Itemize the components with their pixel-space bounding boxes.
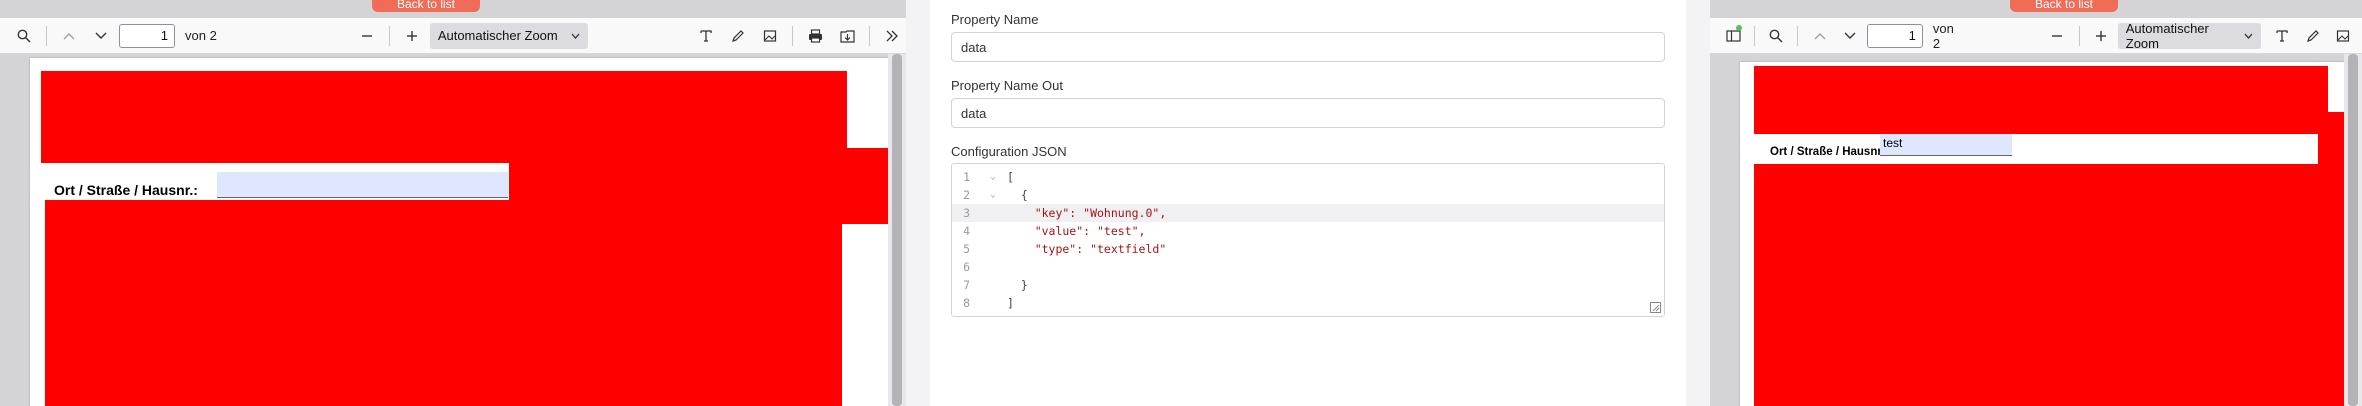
fold-chevron-icon[interactable]: ⌄ bbox=[990, 171, 997, 182]
fold-chevron-icon[interactable]: ⌄ bbox=[990, 189, 997, 200]
scrollbar-thumb[interactable] bbox=[892, 54, 902, 406]
text-tool-icon[interactable] bbox=[692, 23, 720, 49]
zoom-in-icon[interactable] bbox=[398, 23, 426, 49]
pdf-toolbar: von 2 Automatischer Zoom bbox=[1710, 18, 2362, 54]
zoom-select-value: Automatischer Zoom bbox=[437, 28, 558, 43]
code-text: { bbox=[1007, 188, 1028, 202]
search-icon[interactable] bbox=[10, 23, 38, 49]
notification-dot bbox=[1736, 24, 1743, 31]
next-page-icon[interactable] bbox=[1837, 23, 1863, 49]
line-number: 3 bbox=[963, 206, 970, 220]
toolbar-divider bbox=[1754, 25, 1756, 46]
redacted-block bbox=[45, 262, 842, 406]
property-name-out-label: Property Name Out bbox=[951, 78, 1063, 93]
previous-page-icon[interactable] bbox=[55, 23, 83, 49]
line-number: 5 bbox=[963, 242, 970, 256]
chevron-down-icon bbox=[2244, 33, 2253, 39]
page-number-input[interactable] bbox=[1866, 23, 1923, 48]
code-text: [ bbox=[1007, 170, 1014, 184]
back-to-list-label: Back to list bbox=[2034, 0, 2094, 11]
code-line: 6 bbox=[952, 258, 1664, 276]
previous-page-icon[interactable] bbox=[1806, 23, 1832, 49]
field-label-address: Ort / Straße / Hausnr.: bbox=[1770, 146, 1889, 158]
search-icon[interactable] bbox=[1763, 23, 1789, 49]
code-line: 2 ⌄ { bbox=[952, 186, 1664, 204]
print-icon[interactable] bbox=[801, 23, 829, 49]
toolbar-divider bbox=[2078, 25, 2080, 46]
toolbar-divider bbox=[46, 25, 47, 46]
code-text: "type": "textfield" bbox=[1007, 242, 1167, 256]
text-tool-icon[interactable] bbox=[2269, 23, 2295, 49]
page-count-label: von 2 bbox=[185, 28, 217, 43]
line-number: 8 bbox=[963, 296, 970, 310]
line-number: 2 bbox=[963, 188, 970, 202]
resize-handle-icon[interactable] bbox=[1649, 302, 1661, 314]
configuration-json-label: Configuration JSON bbox=[951, 144, 1067, 159]
zoom-select[interactable]: Automatischer Zoom bbox=[2117, 20, 2262, 51]
address-form-field[interactable]: test bbox=[1880, 134, 2012, 156]
save-icon[interactable] bbox=[833, 23, 861, 49]
redacted-block bbox=[45, 200, 842, 265]
toolbar-divider bbox=[792, 25, 793, 46]
scrollbar-thumb[interactable] bbox=[2348, 54, 2358, 406]
property-name-out-input[interactable]: data bbox=[951, 98, 1665, 128]
property-name-input[interactable]: data bbox=[951, 32, 1665, 62]
toolbar-divider bbox=[1797, 25, 1799, 46]
zoom-select[interactable]: Automatischer Zoom bbox=[429, 22, 588, 49]
toolbar-divider bbox=[869, 25, 870, 46]
scrollbar[interactable] bbox=[2344, 54, 2362, 406]
chevron-down-icon bbox=[571, 33, 580, 39]
draw-tool-icon[interactable] bbox=[2300, 23, 2326, 49]
redacted-block bbox=[41, 71, 847, 163]
image-tool-icon[interactable] bbox=[2330, 23, 2356, 49]
zoom-in-icon[interactable] bbox=[2088, 23, 2114, 49]
line-number: 6 bbox=[963, 260, 970, 274]
redacted-block bbox=[1754, 164, 2350, 406]
draw-tool-icon[interactable] bbox=[724, 23, 752, 49]
zoom-select-value: Automatischer Zoom bbox=[2125, 20, 2209, 51]
code-text: "key": "Wohnung.0", bbox=[1007, 206, 1167, 220]
pdf-viewer-right: Back to list von 2 bbox=[1710, 0, 2362, 406]
sidebar-toggle-icon[interactable] bbox=[1720, 23, 1746, 49]
code-line-active: 3 "key": "Wohnung.0", bbox=[952, 204, 1664, 222]
redacted-block bbox=[1754, 66, 2328, 134]
page-number-input[interactable] bbox=[119, 23, 175, 48]
json-code-editor[interactable]: 1 ⌄ [ 2 ⌄ { 3 "key": "Wohnung.0", 4 "val… bbox=[951, 163, 1665, 317]
image-tool-icon[interactable] bbox=[756, 23, 784, 49]
toolbar-divider bbox=[388, 25, 390, 46]
code-line: 8 ] bbox=[952, 294, 1664, 312]
next-page-icon[interactable] bbox=[87, 23, 115, 49]
back-to-list-label: Back to list bbox=[396, 0, 456, 11]
code-line: 5 "type": "textfield" bbox=[952, 240, 1664, 258]
pdf-page: Ort / Straße / Hausnr.: bbox=[30, 58, 889, 406]
scrollbar[interactable] bbox=[888, 54, 906, 406]
code-line: 1 ⌄ [ bbox=[952, 168, 1664, 186]
tools-menu-icon[interactable] bbox=[878, 23, 906, 49]
code-text: } bbox=[1007, 278, 1028, 292]
page-count-label: von 2 bbox=[1932, 20, 1954, 51]
pdf-toolbar: von 2 Automatischer Zoom bbox=[0, 18, 906, 54]
address-form-field[interactable] bbox=[217, 172, 508, 198]
zoom-out-icon[interactable] bbox=[2044, 23, 2070, 49]
code-line: 4 "value": "test", bbox=[952, 222, 1664, 240]
pdf-page: Ort / Straße / Hausnr.: test bbox=[1740, 62, 2362, 406]
line-number: 1 bbox=[963, 170, 970, 184]
zoom-out-icon[interactable] bbox=[353, 23, 381, 49]
pdf-viewer-left: Back to list von 2 Automatisch bbox=[0, 0, 906, 406]
property-name-label: Property Name bbox=[951, 12, 1039, 27]
code-text: "value": "test", bbox=[1007, 224, 1146, 238]
configuration-panel: Property Name data Property Name Out dat… bbox=[930, 0, 1686, 406]
line-number: 7 bbox=[963, 278, 970, 292]
back-to-list-button[interactable]: Back to list bbox=[2010, 0, 2118, 12]
code-line: 7 } bbox=[952, 276, 1664, 294]
back-to-list-button[interactable]: Back to list bbox=[372, 0, 480, 12]
code-text: ] bbox=[1007, 296, 1014, 310]
field-label-address: Ort / Straße / Hausnr.: bbox=[54, 182, 198, 198]
line-number: 4 bbox=[963, 224, 970, 238]
